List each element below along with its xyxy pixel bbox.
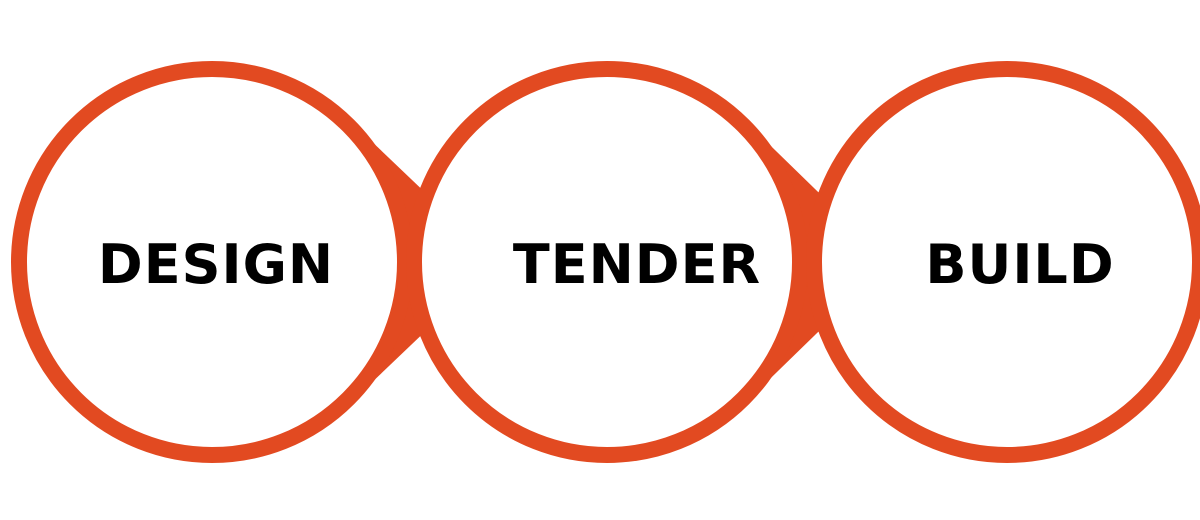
stage-label-build: BUILD [925,233,1114,296]
stage-circle-build [806,61,1200,463]
stage-label-tender: TENDER [513,233,761,296]
stage-circle-tender [406,61,808,463]
stage-circle-design [11,61,413,463]
stage-label-design: DESIGN [98,233,334,296]
